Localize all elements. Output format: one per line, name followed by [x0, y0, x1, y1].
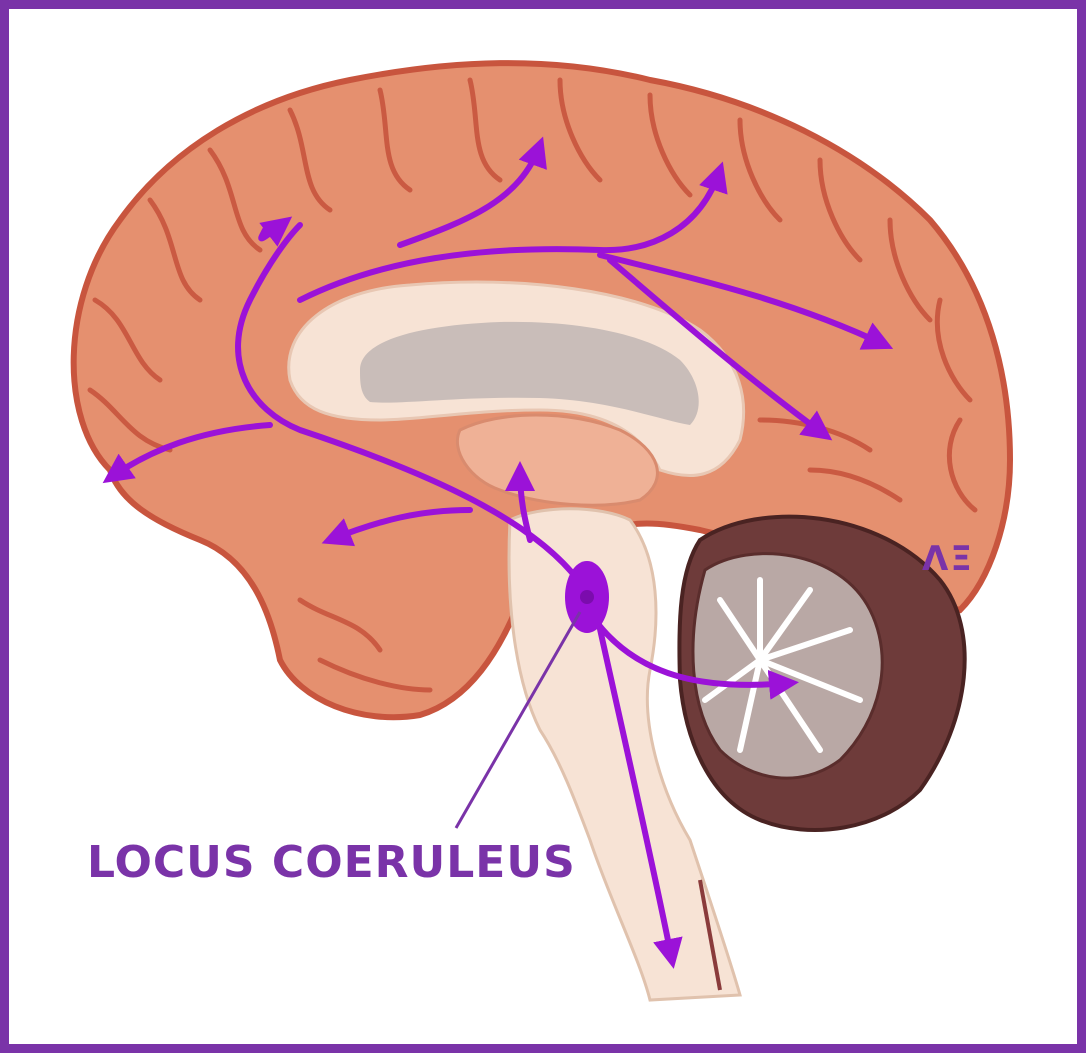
gyri	[87, 77, 978, 693]
noradrenergic-pathways	[102, 136, 894, 969]
pathway-thalamic	[505, 461, 536, 543]
brand-logo: ΛΞ	[922, 539, 974, 579]
locus-coeruleus-core	[580, 590, 594, 604]
brain-illustration	[70, 60, 1014, 1002]
pathway-superior	[297, 161, 728, 303]
pathway-anterior-upper	[258, 216, 293, 247]
cerebellum-cortex	[691, 552, 884, 780]
lateral-ventricle	[360, 321, 699, 425]
pathway-posterior-upper	[597, 252, 894, 350]
pathway-main	[235, 222, 588, 593]
locus-coeruleus-label: LOCUS COERULEUS	[87, 837, 576, 888]
label-leader-line	[454, 611, 582, 829]
pathway-top	[397, 136, 547, 248]
spinal-cord-line	[698, 879, 722, 991]
pathway-spinal	[595, 617, 683, 969]
brainstem	[507, 507, 742, 1002]
pathway-frontal	[102, 422, 273, 484]
pathway-posterior-lower	[607, 257, 833, 441]
pathway-cerebellar	[592, 617, 799, 700]
pathway-temporal	[321, 507, 473, 547]
